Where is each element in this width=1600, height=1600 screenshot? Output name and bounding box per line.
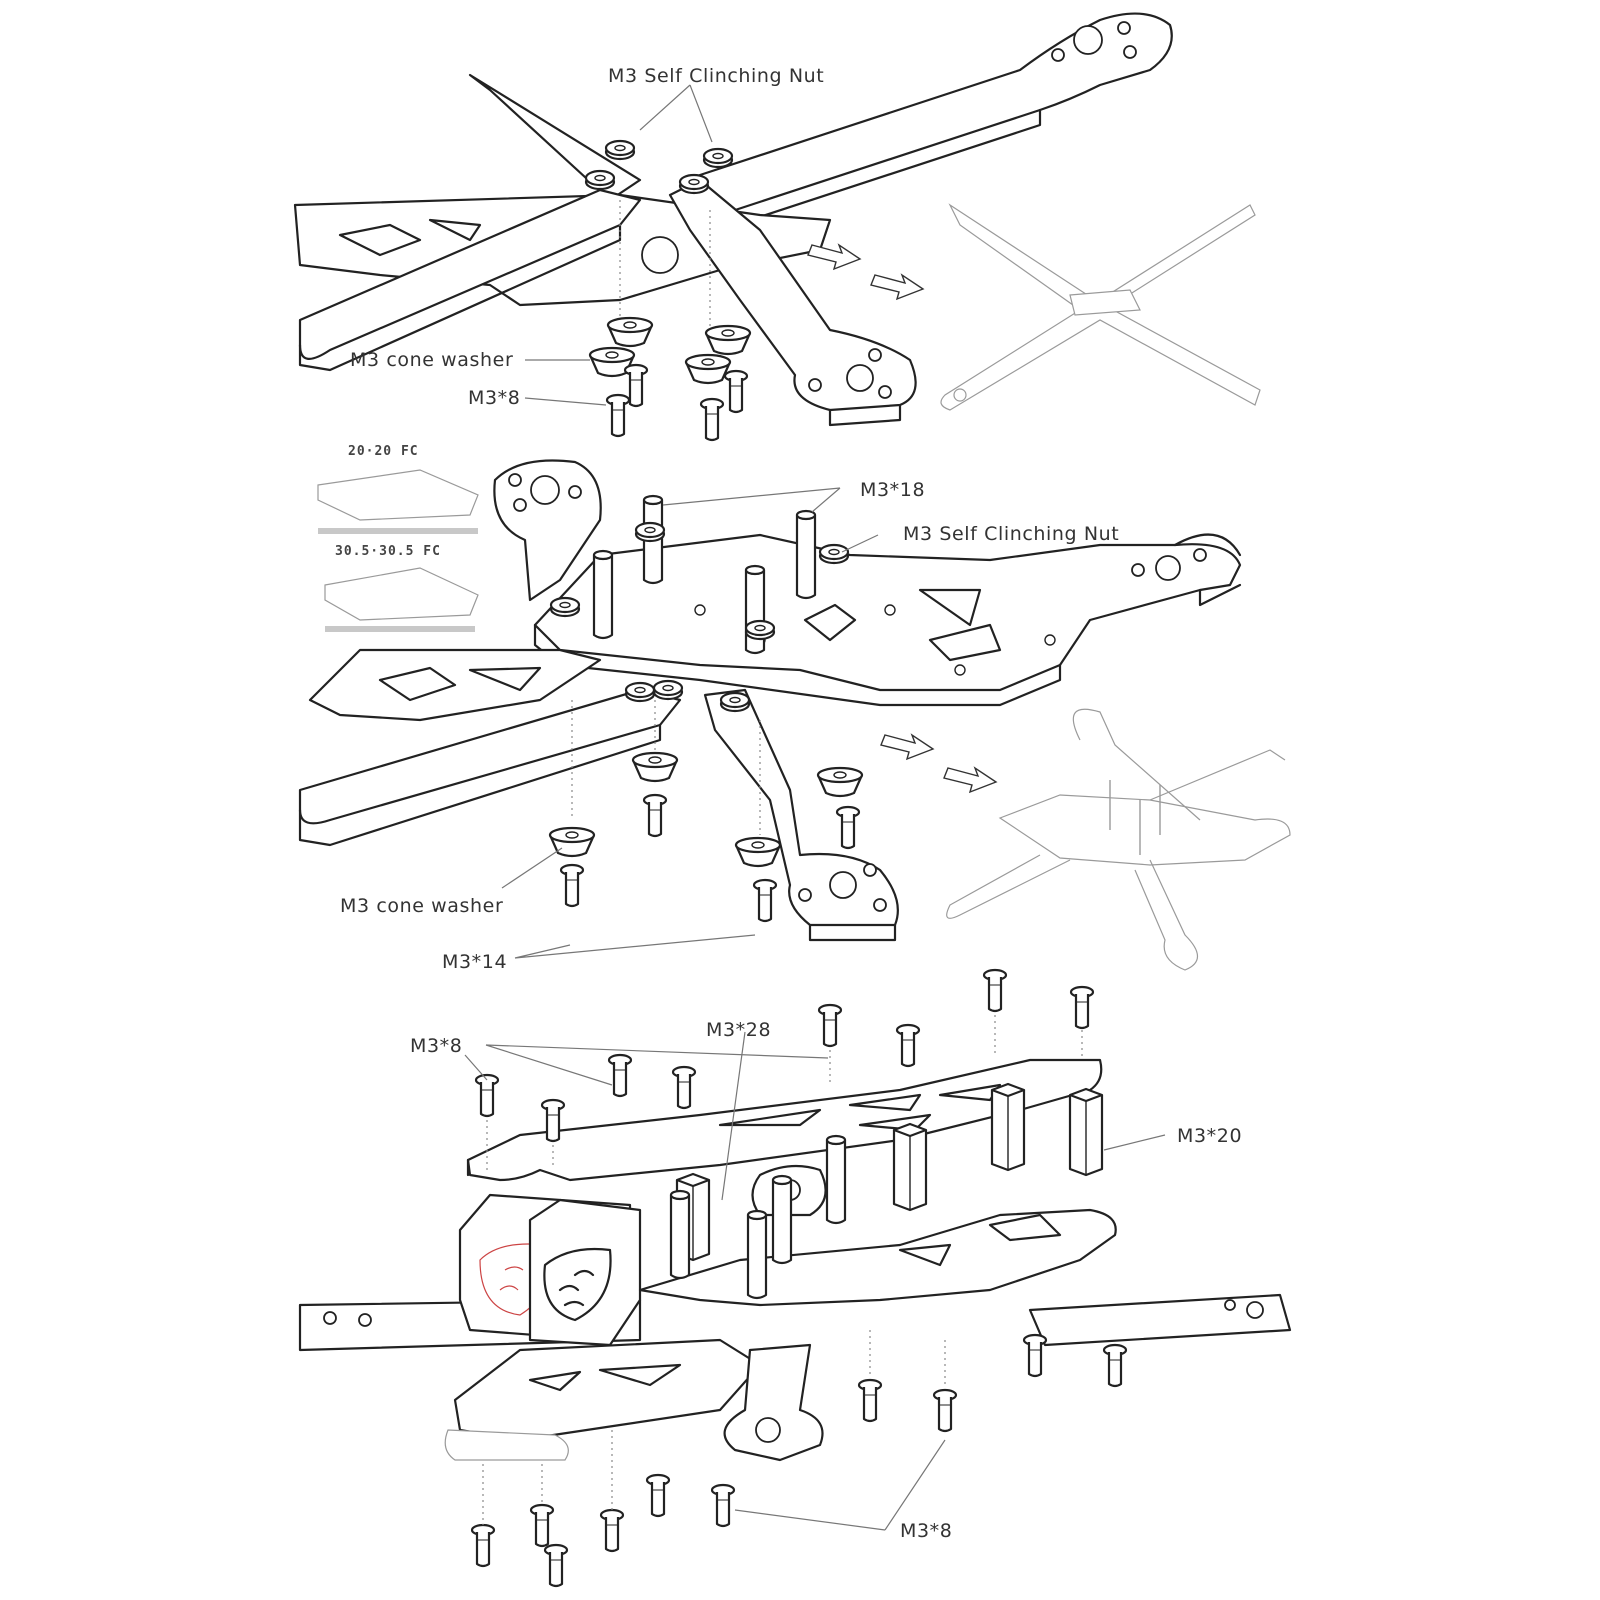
- section-1-frame-arms: M3 Self Clinching Nut M3 cone washer M3*…: [293, 12, 1261, 442]
- label-self-clinching-nut-mid: M3 Self Clinching Nut: [903, 523, 1119, 545]
- label-m3x14: M3*14: [442, 951, 507, 973]
- fc-3030-thumbnail: 30.5·30.5 FC: [324, 544, 479, 632]
- label-m3x28: M3*28: [706, 1019, 771, 1041]
- label-m3x18: M3*18: [860, 479, 925, 501]
- label-m3x8-bottom: M3*8: [900, 1520, 952, 1542]
- svg-text:30.5·30.5 FC: 30.5·30.5 FC: [335, 544, 441, 559]
- label-m3x8-upper: M3*8: [410, 1035, 462, 1057]
- lower-right-arm: [703, 688, 899, 927]
- ghost-frame-top: [940, 203, 1261, 411]
- svg-text:20·20 FC: 20·20 FC: [348, 444, 419, 459]
- label-m3x8-top: M3*8: [468, 387, 520, 409]
- lower-frame-plate: [453, 1338, 762, 1442]
- arm-top-right: [698, 12, 1173, 217]
- section-2-fc-stack: 20·20 FC 30.5·30.5 FC: [298, 444, 1291, 973]
- arm-bottom-right: [668, 178, 917, 412]
- tpu-strap-ghost: [444, 1429, 569, 1461]
- label-m3x20: M3*20: [1177, 1125, 1242, 1147]
- section-3-full-stack: M3*8 M3*28 M3*20 M3*8: [298, 968, 1292, 1588]
- label-cone-washer-top: M3 cone washer: [350, 349, 513, 371]
- label-self-clinching-nut-top: M3 Self Clinching Nut: [608, 65, 824, 87]
- fc-2020-thumbnail: 20·20 FC: [317, 444, 479, 534]
- front-arm-lower: [723, 1343, 824, 1462]
- label-cone-washer-mid: M3 cone washer: [340, 895, 503, 917]
- ghost-frame-mid: [946, 708, 1291, 971]
